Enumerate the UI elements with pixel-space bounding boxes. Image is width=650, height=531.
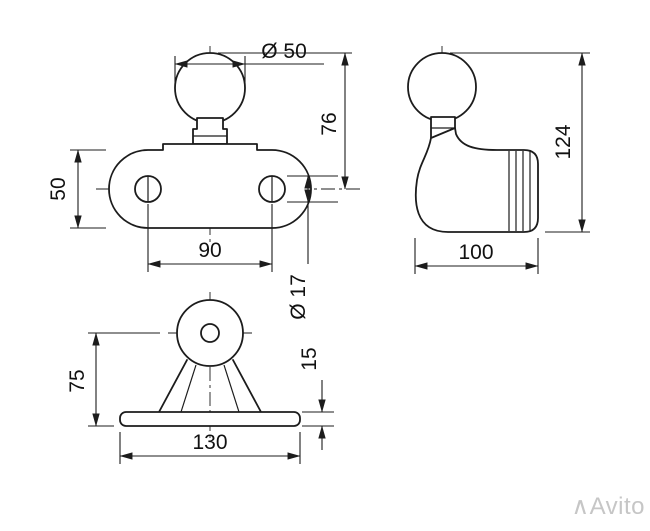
tow-ball-side xyxy=(407,52,477,122)
watermark-label: Avito xyxy=(590,493,645,520)
side-view xyxy=(407,46,539,233)
ball-neck-front xyxy=(192,117,228,145)
side-view-dimensions: 124 100 xyxy=(414,52,590,274)
dim-label-base-width: 130 xyxy=(192,431,227,454)
foot-base-plate xyxy=(119,411,301,427)
dim-label-ball-diameter: Ø 50 xyxy=(261,40,307,63)
foot-view-dimensions: 75 15 130 xyxy=(66,332,334,464)
watermark: ∧Avito xyxy=(572,493,646,520)
foot-leg-left xyxy=(158,359,188,413)
foot-leg-right-inner xyxy=(223,364,240,413)
dim-label-hole-diameter: Ø 17 xyxy=(287,274,310,320)
foot-leg-right xyxy=(232,359,262,413)
watermark-text: ∧Avito xyxy=(572,493,646,520)
dim-label-overall-depth: 100 xyxy=(458,241,493,264)
watermark-logo-icon: ∧ xyxy=(572,493,590,520)
mount-arm-side xyxy=(414,127,539,233)
dim-label-hole-spacing: 90 xyxy=(198,239,221,262)
front-view-dimensions: Ø 50 76 50 90 Ø 17 xyxy=(47,40,352,320)
foot-leg-left-inner xyxy=(180,364,197,413)
dim-label-height-to-axis: 76 xyxy=(318,112,341,135)
dim-label-base-thickness: 15 xyxy=(298,347,321,370)
front-view xyxy=(96,46,360,242)
dim-label-body-height: 50 xyxy=(47,177,70,200)
dim-label-foot-height: 75 xyxy=(66,369,89,392)
dim-label-overall-height: 124 xyxy=(552,124,575,159)
foot-center-hole xyxy=(200,323,220,343)
foot-view xyxy=(119,292,301,440)
